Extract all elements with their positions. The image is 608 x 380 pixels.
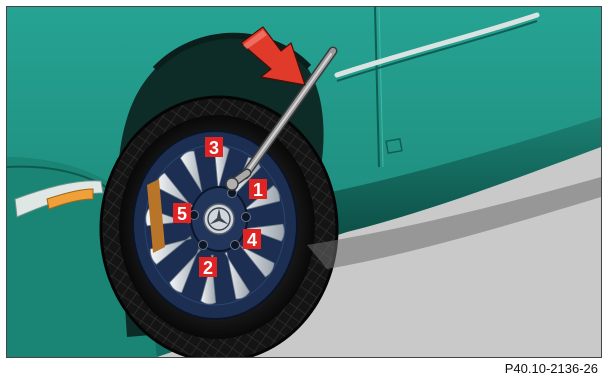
car-wheel-drawing: 1 2 3 4 5	[7, 7, 601, 357]
wheel-change-illustration: 1 2 3 4 5	[6, 6, 602, 358]
bolt-label-5-text: 5	[177, 204, 187, 224]
bolt-label-3: 3	[205, 137, 223, 158]
figure-caption: P40.10-2136-26	[505, 360, 598, 378]
bolt-label-5: 5	[173, 203, 191, 224]
bolt-label-2: 2	[199, 257, 217, 278]
bolt-label-4: 4	[243, 229, 261, 250]
bolt-label-1-text: 1	[253, 180, 263, 200]
bolt-label-1: 1	[249, 179, 267, 200]
bolt-label-4-text: 4	[247, 230, 257, 250]
bolt-label-3-text: 3	[209, 138, 219, 158]
bolt-label-2-text: 2	[203, 258, 213, 278]
